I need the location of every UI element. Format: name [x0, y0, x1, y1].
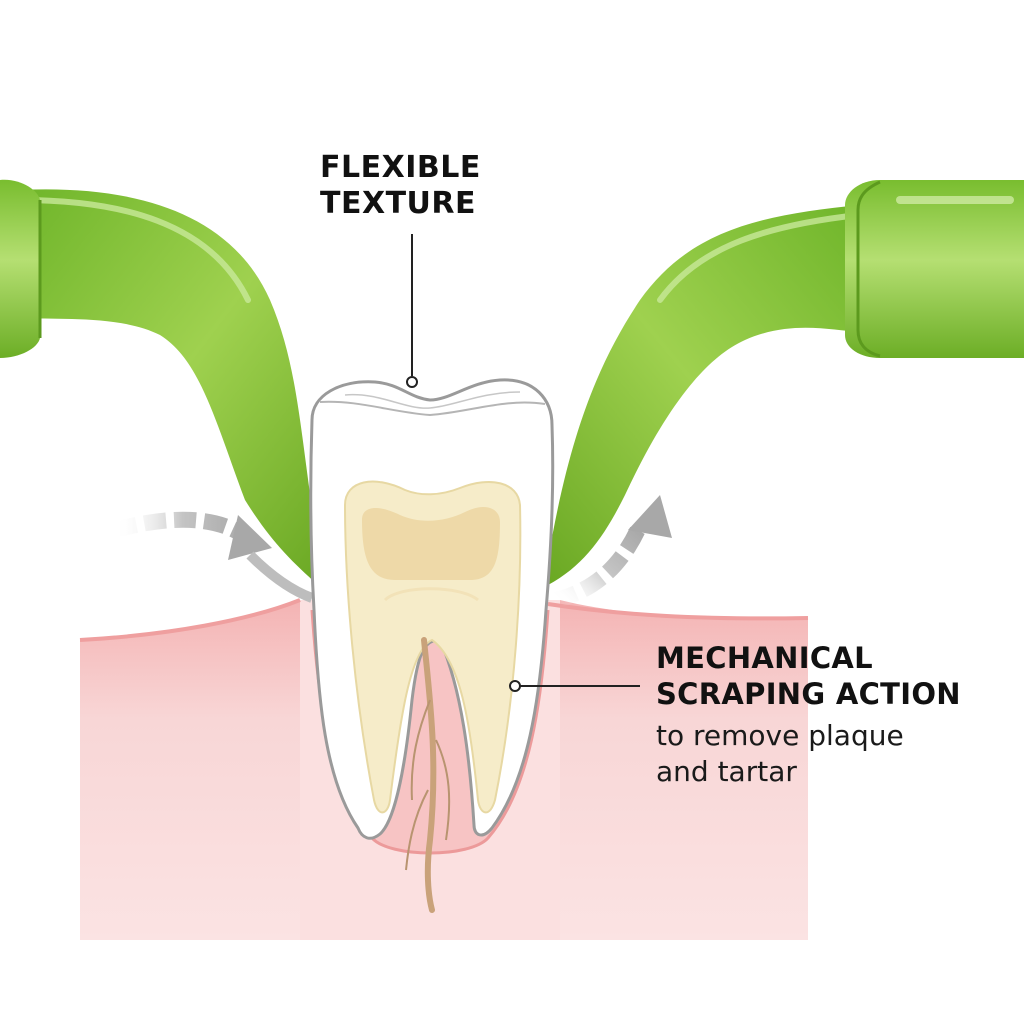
flexible-texture-leader — [406, 234, 418, 388]
motion-arrow-right — [553, 495, 672, 608]
tooth-pulp — [362, 507, 500, 602]
chew-cap-right — [845, 180, 1024, 358]
tooth-nerve — [405, 637, 451, 913]
flexible-texture-label-line2: TEXTURE — [320, 186, 477, 221]
chew-cap-left — [0, 179, 42, 358]
mechanical-scraping-label-line2: SCRAPING ACTION — [656, 677, 961, 711]
chew-arm-right — [548, 205, 861, 585]
mechanical-scraping-subtext-line2: and tartar — [656, 755, 797, 788]
mechanical-scraping-subtext-line1: to remove plaque — [656, 719, 904, 752]
scraping-action-leader — [509, 680, 640, 692]
chew-arm-left — [17, 189, 320, 585]
flexible-texture-label-line1: FLEXIBLE — [320, 150, 481, 185]
mechanical-scraping-label-line1: MECHANICAL — [656, 641, 873, 675]
motion-arrow-left — [112, 511, 314, 603]
